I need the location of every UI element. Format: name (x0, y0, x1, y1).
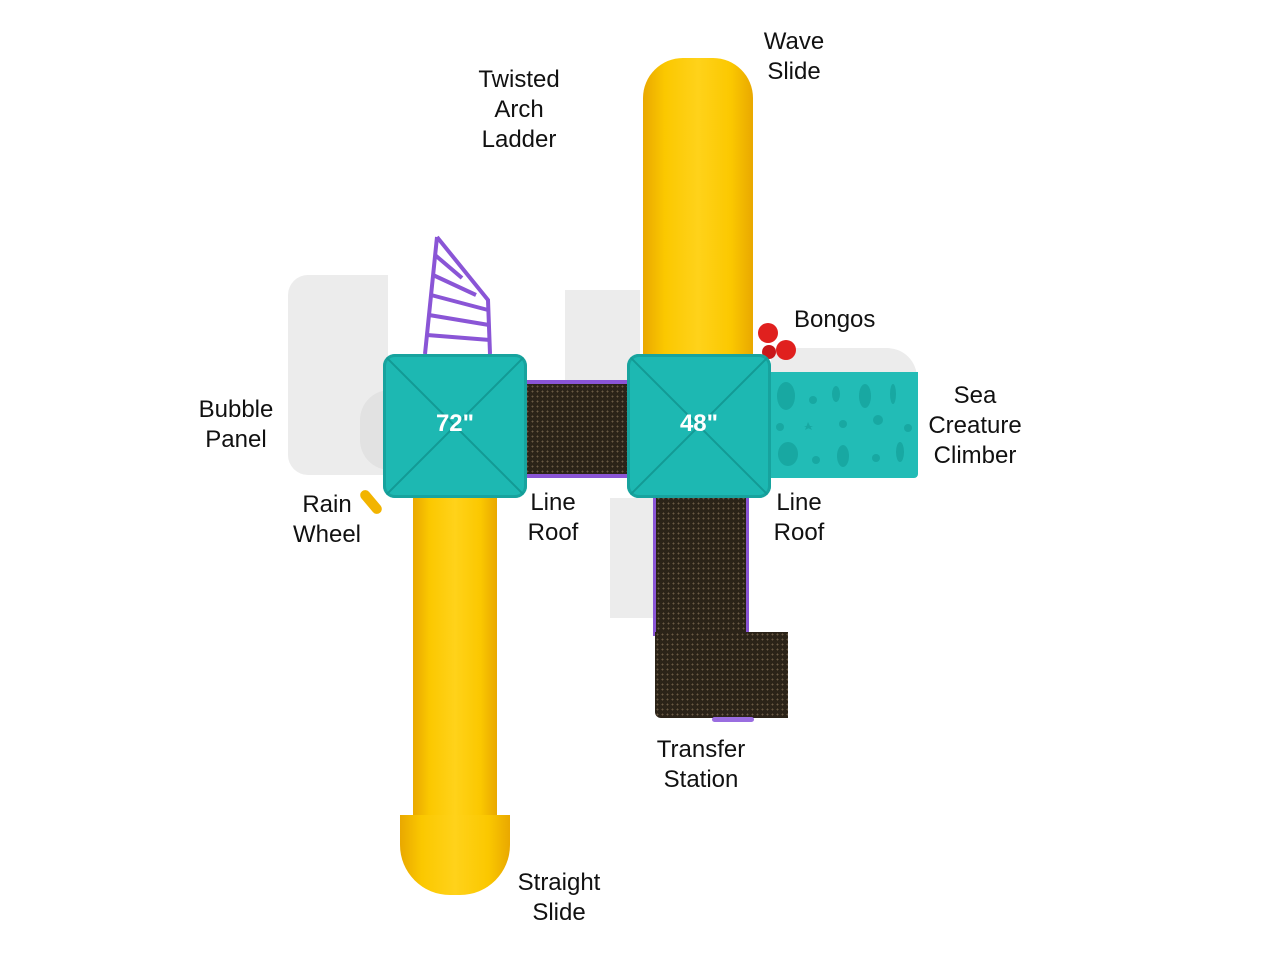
label-line: Roof (773, 519, 825, 546)
shadow (610, 498, 655, 618)
label-line: Wheel (292, 521, 362, 548)
label-line: Climber (933, 442, 1017, 469)
label-line: Ladder (481, 126, 557, 153)
straight-slide-exit (400, 815, 510, 895)
twisted-arch-ladder-shape (423, 235, 492, 355)
label-line: Station (663, 766, 739, 793)
label-line: Bongos (794, 306, 876, 333)
transfer-station-shape (655, 632, 788, 718)
label-line: Arch (494, 96, 544, 123)
wave-slide-shape (643, 58, 753, 358)
label-line: Line (776, 489, 822, 516)
deck-height-48: 48" (679, 410, 719, 437)
label-line: Roof (527, 519, 579, 546)
label-line: Straight (517, 869, 601, 896)
label-line: Sea (953, 382, 997, 409)
label-line: Rain (302, 491, 352, 518)
label-line: Slide (532, 899, 586, 926)
bongo-drum (776, 340, 796, 360)
bridge-deck (525, 380, 629, 478)
line-roof-48: 48" (627, 354, 771, 498)
label-line: Twisted (478, 66, 560, 93)
sea-creature-climber-shape (768, 372, 918, 478)
label-line: Line (530, 489, 576, 516)
stair-deck (653, 496, 749, 636)
label-line: Creature (928, 412, 1022, 439)
label-line: Transfer (656, 736, 746, 763)
label-line: Slide (767, 58, 821, 85)
deck-height-72: 72" (435, 410, 475, 437)
label-line: Bubble (198, 396, 274, 423)
bongo-drum (758, 323, 778, 343)
transfer-step (712, 717, 754, 722)
label-line: Wave (763, 28, 825, 55)
label-line: Panel (205, 426, 267, 453)
label-bongos: Bongos (794, 305, 875, 335)
straight-slide-shape (413, 495, 497, 825)
line-roof-72: 72" (383, 354, 527, 498)
